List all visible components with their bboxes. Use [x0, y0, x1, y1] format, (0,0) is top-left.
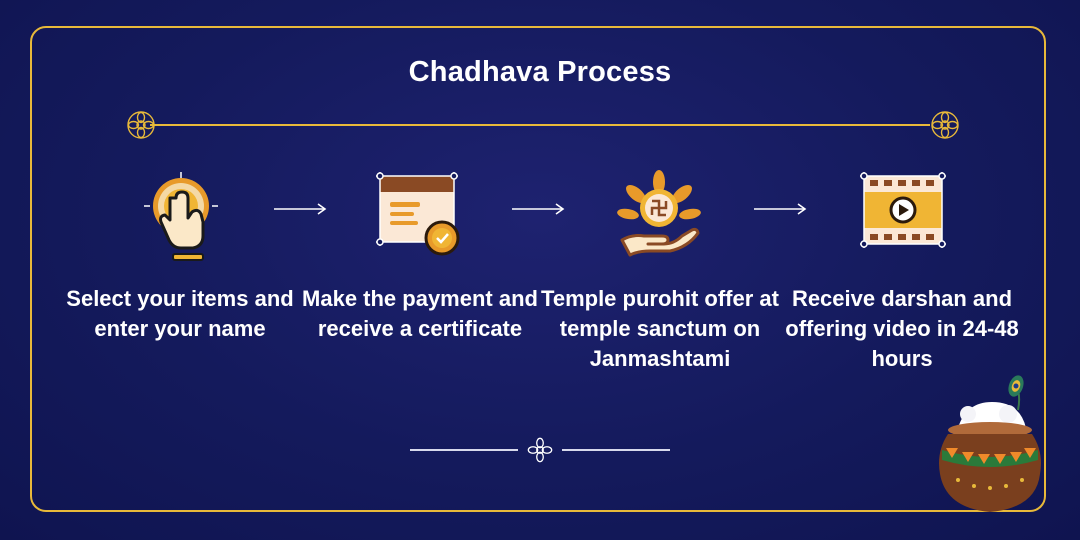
- arrow-right-icon: [754, 203, 807, 215]
- step-3-text: Temple purohit offer at temple sanctum o…: [541, 286, 779, 371]
- video-play-icon: [860, 172, 946, 248]
- arrow-right-icon: [512, 203, 565, 215]
- page-title: Chadhava Process: [408, 56, 672, 88]
- top-divider: [150, 124, 930, 126]
- mandala-right-icon: [931, 111, 959, 139]
- arrow-right-icon: [274, 203, 327, 215]
- certificate-icon: [376, 172, 460, 256]
- step-2-text: Make the payment and receive a certifica…: [302, 286, 538, 341]
- bottom-divider-right: [562, 449, 670, 451]
- offering-hand-icon: [617, 170, 701, 257]
- tap-hand-icon: [144, 172, 218, 261]
- step-4-text: Receive darshan and offering video in 24…: [785, 286, 1019, 371]
- gold-border-frame: [30, 26, 1046, 512]
- mandala-bottom-icon: [527, 437, 553, 463]
- butter-pot-icon: [939, 375, 1041, 512]
- step-1-text: Select your items and enter your name: [66, 286, 294, 341]
- mandala-left-icon: [127, 111, 155, 139]
- bottom-divider-left: [410, 449, 518, 451]
